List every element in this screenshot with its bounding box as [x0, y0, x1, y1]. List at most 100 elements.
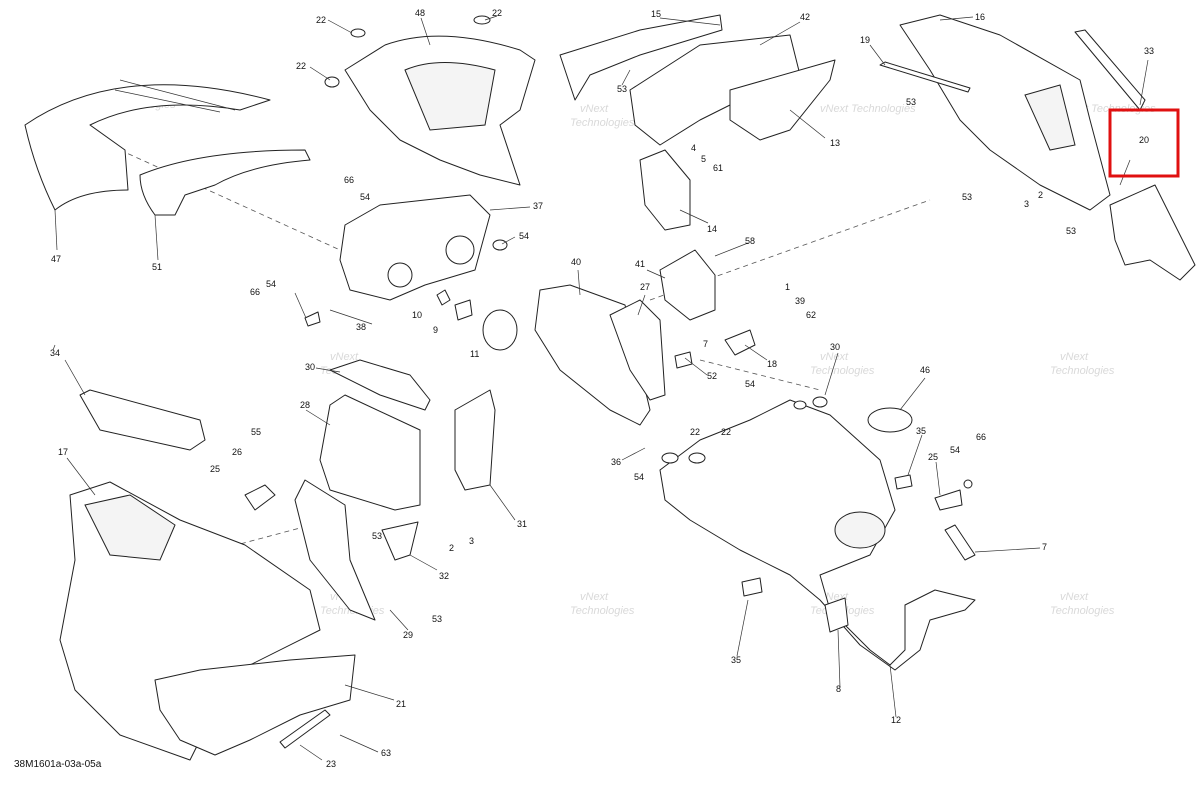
callout-1: 1	[785, 282, 790, 292]
part-23-strip	[279, 709, 331, 749]
callout-41: 41	[635, 259, 645, 269]
callout-54: 54	[950, 445, 960, 455]
callout-54: 54	[745, 379, 755, 389]
callout-53: 53	[372, 531, 382, 541]
diagram-code: 38M1601a-03a-05a	[14, 759, 102, 770]
part-7-strip	[944, 524, 976, 561]
part-21-lower-side	[154, 654, 356, 756]
callout-22: 22	[690, 427, 700, 437]
callout-25: 25	[210, 464, 220, 474]
part-13-panel	[729, 59, 836, 141]
callout-54: 54	[360, 192, 370, 202]
callout-63: 63	[381, 748, 391, 758]
callout-51: 51	[152, 262, 162, 272]
callout-10: 10	[412, 310, 422, 320]
callout-22: 22	[296, 61, 306, 71]
callout-14: 14	[707, 224, 717, 234]
callout-54: 54	[634, 472, 644, 482]
callout-48: 48	[415, 8, 425, 18]
callout-54: 54	[519, 231, 529, 241]
callout-53: 53	[962, 192, 972, 202]
callout-31: 31	[517, 519, 527, 529]
part-35-label	[741, 577, 763, 597]
callout-46: 46	[920, 365, 930, 375]
callout-16: 16	[975, 12, 985, 22]
callout-55: 55	[251, 427, 261, 437]
callout-25: 25	[928, 452, 938, 462]
callout-47: 47	[51, 254, 61, 264]
callout-29: 29	[403, 630, 413, 640]
callout-39: 39	[795, 296, 805, 306]
callout-32: 32	[439, 571, 449, 581]
watermark-text: vNext Technologies	[820, 103, 916, 115]
callout-8: 8	[836, 684, 841, 694]
callout-54: 54	[266, 279, 276, 289]
callout-66: 66	[976, 432, 986, 442]
callout-9: 9	[433, 325, 438, 335]
watermark-text: vNext	[1060, 351, 1089, 363]
part-51-deflector	[139, 149, 311, 216]
part-8-tab	[824, 597, 849, 633]
callout-20: 20	[1139, 135, 1149, 145]
part-14-vent	[639, 149, 691, 231]
callout-7: 7	[1042, 542, 1047, 552]
part-12-lower-body	[659, 399, 976, 671]
part-11-bulb-cap	[482, 309, 518, 351]
watermark-text: Technologies	[1050, 605, 1115, 617]
part-25-clip	[244, 484, 276, 511]
callout-26: 26	[232, 447, 242, 457]
callout-18: 18	[767, 359, 777, 369]
callout-3: 3	[1024, 199, 1029, 209]
parts	[24, 14, 1196, 761]
callout-58: 58	[745, 236, 755, 246]
watermark-text: vNext	[330, 351, 359, 363]
part-33-strip	[1074, 29, 1146, 111]
watermark-text: Technologies	[810, 365, 875, 377]
callout-labels: 47 51 48 22 22 22 66 54 37 54 54 66 10 9…	[50, 8, 1154, 769]
watermark-text: Technologies	[570, 117, 635, 129]
callout-3: 3	[469, 536, 474, 546]
callout-27: 27	[640, 282, 650, 292]
callout-66: 66	[344, 175, 354, 185]
callout-61: 61	[713, 163, 723, 173]
callout-53: 53	[906, 97, 916, 107]
callout-34: 34	[50, 348, 60, 358]
callout-42: 42	[800, 12, 810, 22]
callout-52: 52	[707, 371, 717, 381]
callout-35: 35	[731, 655, 741, 665]
callout-33: 33	[1144, 46, 1154, 56]
part-18-clip	[724, 329, 756, 356]
callout-17: 17	[58, 447, 68, 457]
part-46-ring	[867, 407, 913, 433]
highlight-box	[1108, 108, 1180, 178]
callout-28: 28	[300, 400, 310, 410]
part-30-bracket	[329, 359, 431, 411]
watermark-text: vNext	[1060, 591, 1089, 603]
callout-19: 19	[860, 35, 870, 45]
part-34-strip	[79, 389, 206, 451]
callout-30: 30	[305, 362, 315, 372]
watermark-text: vNext	[580, 103, 609, 115]
callout-leaders	[52, 15, 1149, 761]
part-16-upper-cowl	[899, 14, 1111, 211]
watermark-text: Technologies	[570, 605, 635, 617]
watermark-text: vNext	[580, 591, 609, 603]
part-28-panel	[319, 394, 421, 511]
callout-4: 4	[691, 143, 696, 153]
part-41-bracket	[659, 249, 716, 321]
callout-2: 2	[449, 543, 454, 553]
callout-11: 11	[470, 349, 479, 359]
callout-30: 30	[830, 342, 840, 352]
callout-62: 62	[806, 310, 816, 320]
part-15-upper-trim	[559, 14, 723, 101]
part-20-lower-panel	[1109, 184, 1196, 281]
callout-13: 13	[830, 138, 840, 148]
callout-23: 23	[326, 759, 336, 769]
part-37-headlight	[339, 194, 491, 301]
callout-22: 22	[721, 427, 731, 437]
callout-22: 22	[492, 8, 502, 18]
callout-15: 15	[651, 9, 661, 19]
callout-35: 35	[916, 426, 926, 436]
callout-37: 37	[533, 201, 543, 211]
